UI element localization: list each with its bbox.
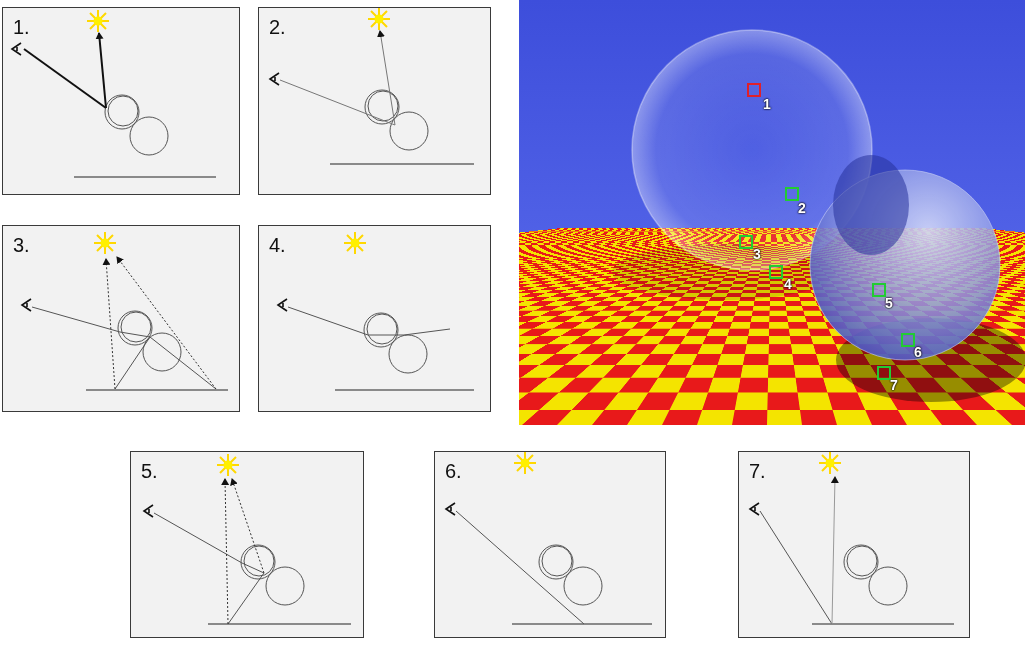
- panel-number: 2.: [269, 16, 286, 39]
- callout-number: 5: [885, 295, 893, 311]
- ray-sketch: [22, 232, 228, 390]
- callout-number: 3: [753, 246, 761, 262]
- ray-sketch: [446, 452, 652, 624]
- callout-number: 1: [763, 96, 771, 112]
- panel-box: 1.: [2, 7, 240, 195]
- panel-box: 7.: [738, 451, 970, 638]
- rendered-scene: [519, 0, 1025, 425]
- panel-number: 5.: [141, 460, 158, 483]
- panel-box: 4.: [258, 225, 491, 412]
- callout-number: 6: [914, 344, 922, 360]
- callout-number: 4: [784, 276, 792, 292]
- callout-number: 2: [798, 200, 806, 216]
- panel-number: 4.: [269, 234, 286, 257]
- ray-sketch: [144, 454, 351, 624]
- panel-number: 3.: [13, 234, 30, 257]
- ray-sketch: [750, 452, 954, 624]
- panel-number: 7.: [749, 460, 766, 483]
- panel-box: 2.: [258, 7, 491, 195]
- spheres: [519, 0, 1025, 425]
- panel-number: 6.: [445, 460, 462, 483]
- ray-sketch: [270, 8, 474, 164]
- ray-sketch: [278, 232, 474, 390]
- panel-box: 6.: [434, 451, 666, 638]
- panel-box: 5.: [130, 451, 364, 638]
- panel-number: 1.: [13, 16, 30, 39]
- panel-box: 3.: [2, 225, 240, 412]
- ray-sketch: [12, 10, 216, 177]
- callout-number: 7: [890, 377, 898, 393]
